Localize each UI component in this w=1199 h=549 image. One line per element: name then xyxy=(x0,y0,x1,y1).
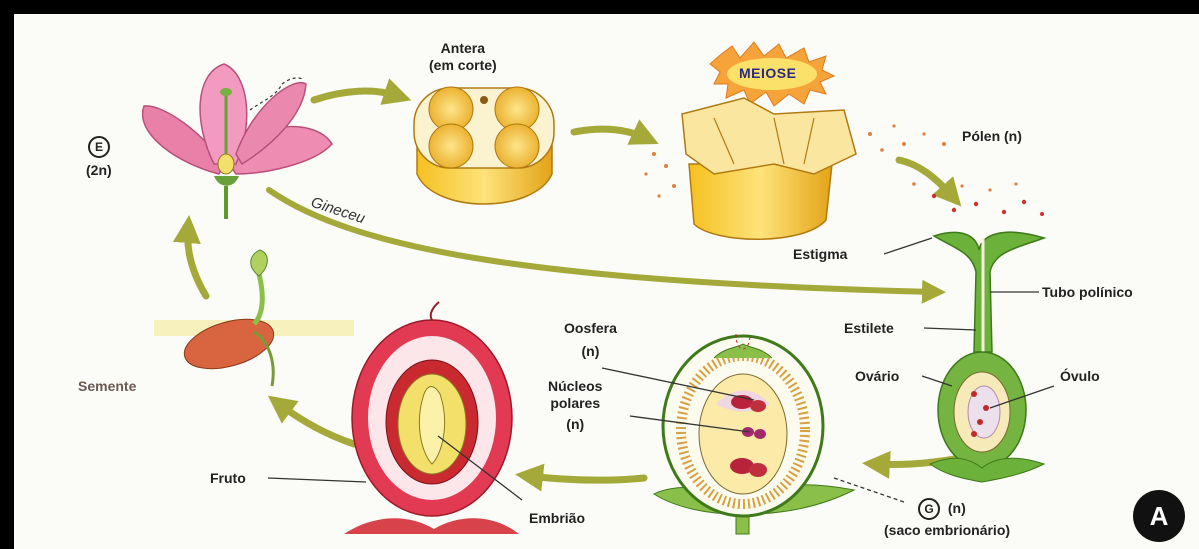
estilete-label: Estilete xyxy=(844,320,894,337)
oosfera-label: Oosfera (n) xyxy=(564,320,617,360)
arrow-seed-to-flower xyxy=(188,229,206,296)
estigma-label: Estigma xyxy=(793,246,847,263)
tubo-polinico-label: Tubo polínico xyxy=(1042,284,1133,301)
antera-label: Antera (em corte) xyxy=(429,40,497,74)
antera-label-line1: Antera xyxy=(429,40,497,57)
arrow-sac-to-fruit xyxy=(529,476,644,480)
arrow-pollen-to-stigma xyxy=(899,160,952,196)
arrow-gynoecium xyxy=(269,190,934,292)
e-symbol: E xyxy=(88,136,110,158)
diagram-canvas: Antera (em corte) MEIOSE Pólen (n) E (2n… xyxy=(14,14,1199,549)
arrow-anther-to-meiose xyxy=(574,129,646,138)
nucleos-label-line2: polares xyxy=(548,395,602,412)
g-label: G (n) xyxy=(918,498,966,520)
ovulo-label: Óvulo xyxy=(1060,368,1100,385)
arrow-fruit-to-seed xyxy=(279,404,354,444)
ovario-label: Ovário xyxy=(855,368,899,385)
nucleos-label-line1: Núcleos xyxy=(548,378,602,395)
arrow-flower-to-anther xyxy=(314,91,398,100)
e-ploidy-label: (2n) xyxy=(86,162,112,179)
panel-badge: A xyxy=(1133,490,1185,542)
oosfera-label-line1: Oosfera xyxy=(564,320,617,337)
nucleos-polares-label: Núcleos polares (n) xyxy=(548,378,602,433)
flower-illustration xyxy=(143,64,332,219)
meiose-label: MEIOSE xyxy=(739,65,796,81)
g-symbol: G xyxy=(918,498,940,520)
e-label: E xyxy=(88,136,110,158)
saco-embrionario-label: (saco embrionário) xyxy=(884,522,1010,539)
embryo-sac-illustration xyxy=(654,334,854,534)
open-anther-illustration xyxy=(682,98,856,239)
fruto-label: Fruto xyxy=(210,470,246,487)
nucleos-label-line3: (n) xyxy=(548,416,602,433)
antera-label-line2: (em corte) xyxy=(429,57,497,74)
semente-label: Semente xyxy=(78,378,136,395)
fruit-illustration xyxy=(344,302,519,534)
anther-illustration xyxy=(414,87,554,204)
embriao-label: Embrião xyxy=(529,510,585,527)
diagram-artwork xyxy=(14,14,1199,549)
pistil-illustration xyxy=(930,232,1044,482)
seed-illustration xyxy=(154,250,354,386)
g-ploidy: (n) xyxy=(948,500,966,516)
oosfera-label-line2: (n) xyxy=(564,343,617,360)
polen-label: Pólen (n) xyxy=(962,128,1022,145)
